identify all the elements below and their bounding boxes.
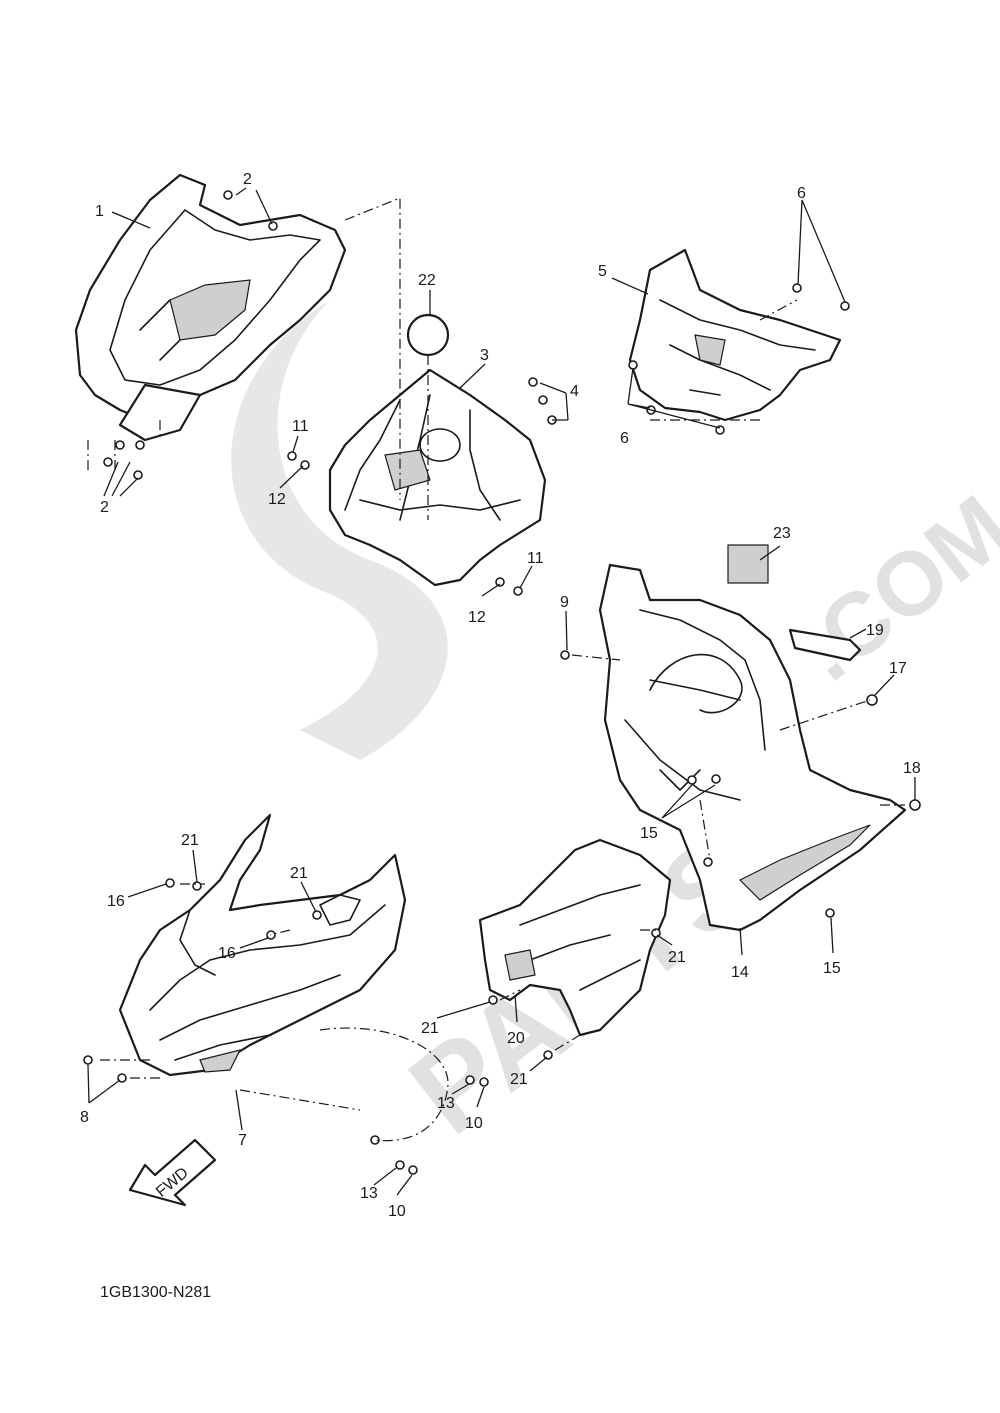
callout-6-bottom[interactable]: 6 — [620, 430, 629, 447]
part-3-inner-panel[interactable] — [328, 368, 547, 587]
callout-12-right[interactable]: 12 — [468, 609, 486, 626]
callout-20[interactable]: 20 — [507, 1030, 525, 1047]
callout-16-a[interactable]: 16 — [107, 893, 125, 910]
callout-21-d[interactable]: 21 — [421, 1020, 439, 1037]
part-22-emblem[interactable] — [406, 313, 450, 357]
callout-11-right[interactable]: 11 — [527, 550, 544, 567]
callout-12-left[interactable]: 12 — [268, 491, 286, 508]
callout-4[interactable]: 4 — [570, 383, 579, 400]
part-7-side-cowl[interactable] — [118, 813, 407, 1077]
callout-18[interactable]: 18 — [903, 760, 921, 777]
part-14-leg-shield[interactable] — [598, 563, 907, 932]
callout-15-left[interactable]: 15 — [640, 825, 658, 842]
watermark-swoosh-icon — [231, 300, 448, 760]
callout-1[interactable]: 1 — [95, 203, 104, 220]
callout-2-bottom[interactable]: 2 — [100, 499, 109, 516]
callout-22[interactable]: 22 — [418, 272, 436, 289]
callout-15-right[interactable]: 15 — [823, 960, 841, 977]
callout-11-left[interactable]: 11 — [292, 418, 309, 435]
part-5-inner-cover[interactable] — [628, 248, 842, 422]
fwd-arrow-icon: FWD — [128, 1138, 217, 1207]
callout-14[interactable]: 14 — [731, 964, 749, 981]
callout-5[interactable]: 5 — [598, 263, 607, 280]
part-20-inner-bracket[interactable] — [478, 838, 672, 1037]
callout-13-a[interactable]: 13 — [437, 1095, 455, 1112]
callout-17[interactable]: 17 — [889, 660, 907, 677]
diagram-code: 1GB1300-N281 — [100, 1284, 211, 1301]
callout-numbers: 1 2 2 22 3 4 5 6 6 11 12 11 12 9 23 19 1… — [80, 171, 921, 1220]
callout-6-top[interactable]: 6 — [797, 185, 806, 202]
part-19-reflector[interactable] — [788, 628, 862, 662]
callout-3[interactable]: 3 — [480, 347, 489, 364]
callout-2-top[interactable]: 2 — [243, 171, 252, 188]
callout-21-c[interactable]: 21 — [668, 949, 686, 966]
callout-8[interactable]: 8 — [80, 1109, 89, 1126]
part-1-front-cowl[interactable] — [74, 173, 347, 442]
callout-7[interactable]: 7 — [238, 1132, 247, 1149]
callout-21-a[interactable]: 21 — [181, 832, 199, 849]
callout-23[interactable]: 23 — [773, 525, 791, 542]
part-23-label[interactable] — [727, 544, 769, 584]
assembly-lines — [87, 197, 905, 1142]
fasteners — [83, 190, 921, 1175]
callout-10-b[interactable]: 10 — [388, 1203, 406, 1220]
callout-21-e[interactable]: 21 — [510, 1071, 528, 1088]
callout-10-a[interactable]: 10 — [465, 1115, 483, 1132]
callout-16-b[interactable]: 16 — [218, 945, 236, 962]
callout-21-b[interactable]: 21 — [290, 865, 308, 882]
callout-19[interactable]: 19 — [866, 622, 884, 639]
callout-9[interactable]: 9 — [560, 594, 569, 611]
callout-13-b[interactable]: 13 — [360, 1185, 378, 1202]
leader-lines — [87, 187, 916, 1196]
